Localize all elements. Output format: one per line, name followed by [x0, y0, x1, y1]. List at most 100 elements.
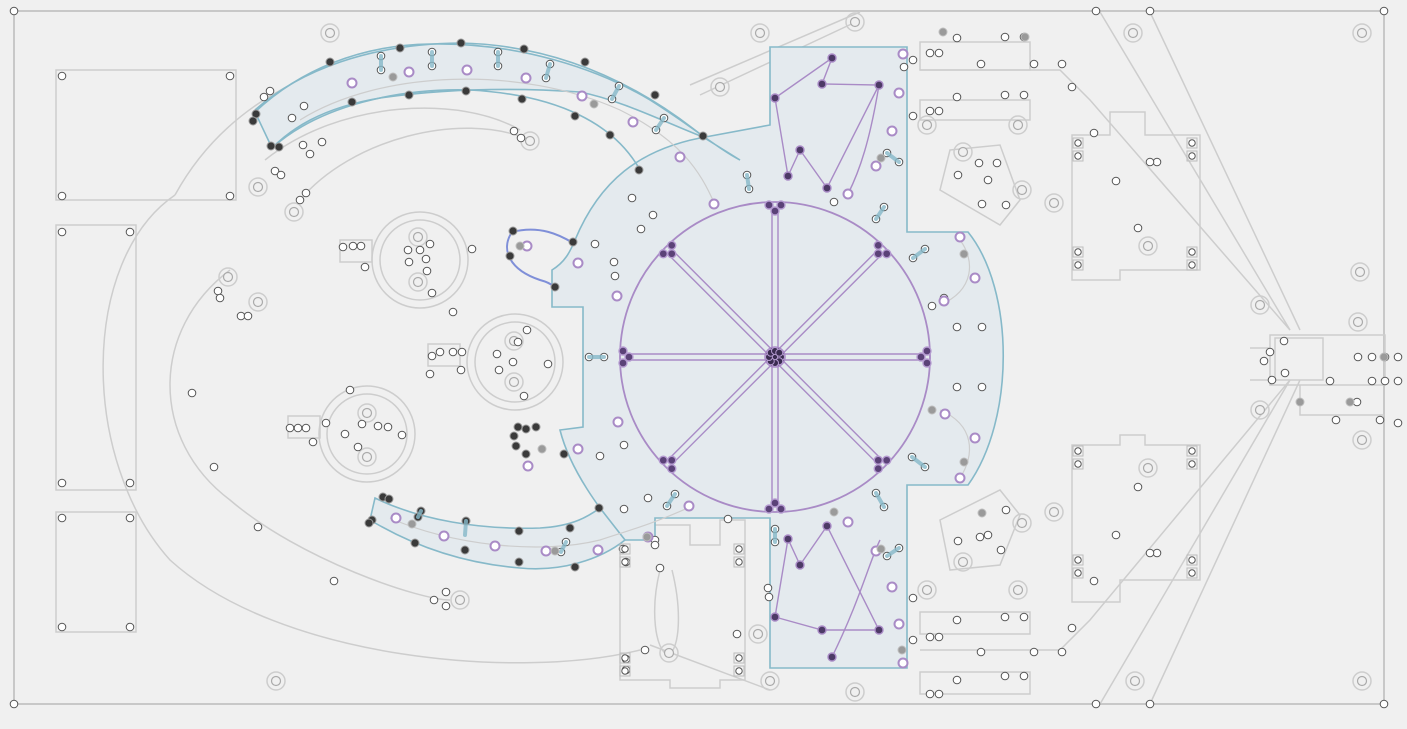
square-pad — [733, 556, 745, 568]
via-icon — [1379, 6, 1389, 16]
via-icon — [308, 437, 318, 447]
via-icon — [1074, 569, 1082, 577]
switch-pad — [783, 171, 793, 181]
via-icon — [57, 71, 67, 81]
via-icon — [514, 557, 524, 567]
mounting-hole-icon — [849, 686, 861, 698]
switch-pad — [822, 183, 832, 193]
via-icon — [1000, 32, 1010, 42]
rotary-switch-spokes — [625, 207, 925, 507]
via-icon — [572, 443, 584, 455]
mounting-hole-icon — [450, 590, 470, 610]
via-icon — [1325, 376, 1335, 386]
mounting-hole-icon — [408, 272, 428, 292]
via-icon — [735, 654, 743, 662]
via-icon — [509, 431, 519, 441]
switch-pad — [667, 464, 677, 474]
via-icon — [125, 478, 135, 488]
via-icon — [876, 153, 886, 163]
via-icon — [1111, 176, 1121, 186]
via-icon — [612, 416, 624, 428]
via-icon — [456, 38, 466, 48]
switch-pad — [795, 560, 805, 570]
mounting-hole-icon — [1250, 400, 1270, 420]
jumper-link — [874, 491, 886, 509]
via-icon — [287, 113, 297, 123]
mounting-hole-icon — [764, 675, 776, 687]
via-icon — [1393, 418, 1403, 428]
mounting-hole-icon — [1250, 295, 1270, 315]
via-icon — [427, 351, 437, 361]
round-connector-1-inner — [379, 219, 461, 301]
via-icon — [397, 430, 407, 440]
via-icon — [1295, 397, 1305, 407]
via-icon — [610, 271, 620, 281]
mounting-hole-icon — [754, 27, 766, 39]
switch-pad — [882, 455, 892, 465]
mounting-hole-icon — [252, 181, 264, 193]
via-icon — [1000, 612, 1010, 622]
via-icon — [876, 544, 886, 554]
via-icon — [364, 518, 374, 528]
via-icon — [388, 72, 398, 82]
mounting-hole-icon — [849, 16, 861, 28]
via-icon — [407, 519, 417, 529]
via-icon — [893, 87, 905, 99]
round-connector-1 — [371, 211, 469, 309]
via-icon — [925, 632, 935, 642]
via-icon — [1000, 671, 1010, 681]
rotary-spoke — [776, 252, 884, 360]
switch-pad — [770, 498, 780, 508]
lower-arm-trace-region[interactable] — [369, 496, 627, 570]
via-icon — [550, 546, 560, 556]
faint-arc-upper-inner — [299, 127, 531, 201]
mounting-hole-icon — [1012, 180, 1032, 200]
mounting-hole-icon — [361, 451, 373, 463]
mounting-hole-icon — [1048, 197, 1060, 209]
via-icon — [899, 62, 909, 72]
via-icon — [1089, 576, 1099, 586]
rotary-spoke — [670, 248, 778, 356]
mounting-hole-icon — [1123, 23, 1143, 43]
left-pad-block-top — [55, 69, 237, 201]
mounting-hole-icon — [1129, 675, 1141, 687]
mounting-hole-icon — [760, 671, 780, 691]
via-icon — [520, 72, 532, 84]
via-icon — [340, 429, 350, 439]
via-icon — [589, 99, 599, 109]
via-icon — [438, 530, 450, 542]
via-icon — [925, 48, 935, 58]
via-icon — [1019, 671, 1029, 681]
via-icon — [1145, 157, 1155, 167]
mounting-hole-icon — [1016, 517, 1028, 529]
via-icon — [1074, 152, 1082, 160]
mounting-hole-icon — [1356, 434, 1368, 446]
via-icon — [650, 90, 660, 100]
via-icon — [299, 101, 309, 111]
via-icon — [508, 226, 518, 236]
via-icon — [57, 478, 67, 488]
via-icon — [1188, 556, 1196, 564]
via-icon — [621, 654, 629, 662]
mounting-hole-icon — [1356, 27, 1368, 39]
via-icon — [427, 288, 437, 298]
faint-trace-right-c — [1099, 379, 1291, 705]
via-icon — [360, 262, 370, 272]
via-icon — [977, 382, 987, 392]
mounting-hole-icon — [845, 12, 865, 32]
via-icon — [209, 462, 219, 472]
blue-jumper-wire[interactable] — [506, 231, 557, 290]
via-icon — [698, 131, 708, 141]
via-icon — [384, 494, 394, 504]
via-icon — [996, 545, 1006, 555]
via-icon — [952, 33, 962, 43]
via-icon — [992, 158, 1002, 168]
mounting-hole-icon — [248, 292, 268, 312]
via-icon — [517, 94, 527, 104]
switch-pad — [658, 455, 668, 465]
via-icon — [353, 442, 363, 452]
via-icon — [513, 422, 523, 432]
via-icon — [735, 545, 743, 553]
